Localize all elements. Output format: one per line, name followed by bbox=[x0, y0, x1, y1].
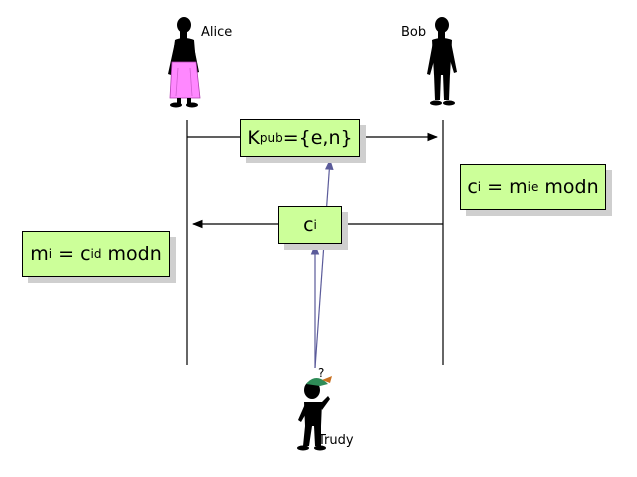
decrypt-tail: modn bbox=[101, 243, 162, 265]
trudy-label: Trudy bbox=[318, 433, 354, 448]
trudy-figure bbox=[297, 376, 332, 451]
ciphertext-sub: i bbox=[313, 218, 317, 232]
decrypt-c-sup: d bbox=[93, 247, 102, 261]
alice-figure bbox=[168, 17, 201, 108]
public-key-sub: pub bbox=[259, 131, 283, 145]
encrypt-m-sub: i bbox=[527, 180, 531, 194]
bob-figure bbox=[427, 17, 457, 106]
public-key-rest: ={e,n} bbox=[282, 127, 353, 149]
encrypt-c: c bbox=[467, 176, 478, 198]
encrypt-c-sub: i bbox=[477, 180, 482, 194]
trudy-question-mark: ? bbox=[318, 366, 325, 380]
decrypt-m-sub: i bbox=[48, 247, 53, 261]
public-key-base: K bbox=[247, 127, 260, 149]
encrypt-m-sup: e bbox=[530, 180, 539, 194]
encrypt-tail: modn bbox=[538, 176, 599, 198]
bob-label: Bob bbox=[401, 25, 427, 40]
decrypt-m: m bbox=[30, 243, 49, 265]
decrypt-c-sub: i bbox=[90, 247, 94, 261]
ciphertext-base: c bbox=[303, 214, 314, 236]
trudy-to-key-arrow bbox=[314, 158, 334, 369]
encrypt-eq: = m bbox=[481, 176, 528, 198]
decrypt-eq: = c bbox=[52, 243, 91, 265]
alice-label: Alice bbox=[201, 25, 233, 40]
